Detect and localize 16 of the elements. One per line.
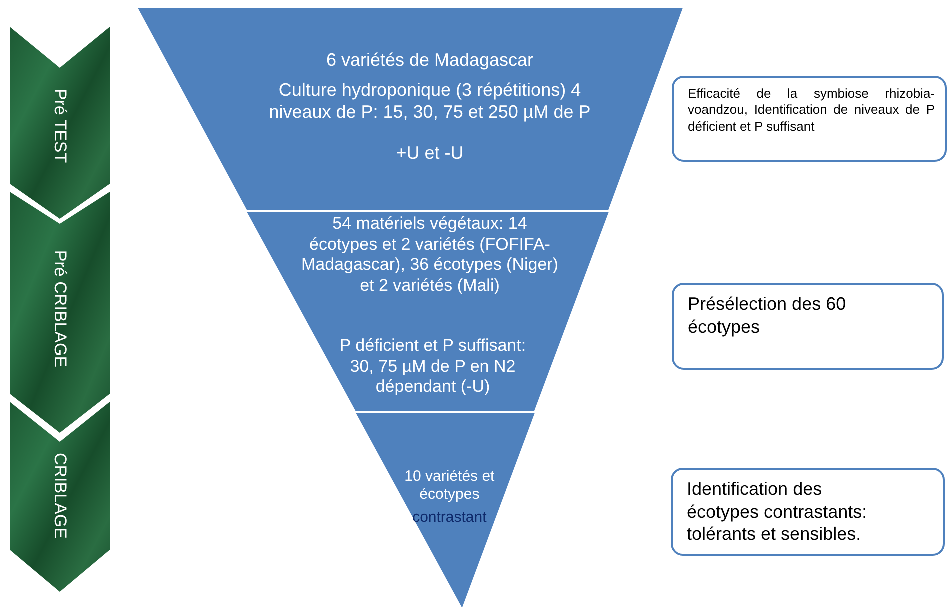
band-text: +U et -U bbox=[395, 143, 465, 165]
band-text: 54 matériels végétaux: 14 écotypes et 2 variétés (FOFIFA-Madagascar), 36 écotypes (Niger) et 2 variétés (Mali) bbox=[300, 214, 560, 297]
note-text: Identification des écotypes contrastants: tolérants et sensibles. bbox=[687, 478, 868, 546]
band-text: contrastant bbox=[412, 509, 488, 528]
band-text: 10 variétés et écotypes bbox=[404, 468, 496, 505]
band-text: Culture hydroponique (3 répétitions) 4 niveaux de P: 15, 30, 75 et 250 µM de P bbox=[268, 80, 592, 124]
note-box bbox=[671, 468, 945, 556]
note-box bbox=[672, 283, 944, 370]
stage-label: Pré TEST bbox=[50, 88, 70, 166]
band-text: 6 variétés de Madagascar bbox=[325, 50, 535, 72]
note-text: Efficacité de la symbiose rhizobia-voandzou, Identification de niveaux de P déficient et P suffisant bbox=[688, 86, 935, 135]
note-box bbox=[672, 76, 947, 162]
stage-label: CRIBLAGE bbox=[50, 452, 70, 541]
band-text: P déficient et P suffisant: 30, 75 µM de P en N2 dépendant (-U) bbox=[338, 336, 528, 398]
note-text: Présélection des 60 écotypes bbox=[688, 293, 848, 338]
stage-label: Pré CRIBLAGE bbox=[50, 249, 70, 369]
